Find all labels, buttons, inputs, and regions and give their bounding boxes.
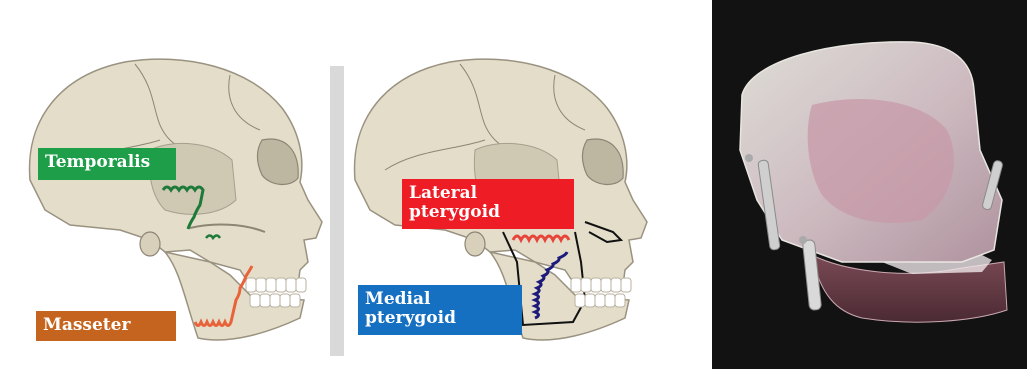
transparent-skull-model-photo <box>712 0 1027 369</box>
panel-divider <box>330 66 344 356</box>
temporalis-label: Temporalis <box>38 148 176 180</box>
skull-diagram-left: Temporalis Masseter <box>0 0 330 369</box>
teeth <box>571 278 631 307</box>
screw <box>745 154 753 162</box>
screw <box>799 236 807 244</box>
ear-opening <box>465 232 485 256</box>
masseter-label: Masseter <box>36 311 176 341</box>
skull-diagram-middle: Lateral pterygoid Medial pterygoid <box>345 0 675 369</box>
skull-model-photo-icon <box>712 0 1027 369</box>
teeth <box>246 278 306 307</box>
medial-pterygoid-label: Medial pterygoid <box>358 285 522 335</box>
ear-opening <box>140 232 160 256</box>
lateral-pterygoid-label: Lateral pterygoid <box>402 179 574 229</box>
